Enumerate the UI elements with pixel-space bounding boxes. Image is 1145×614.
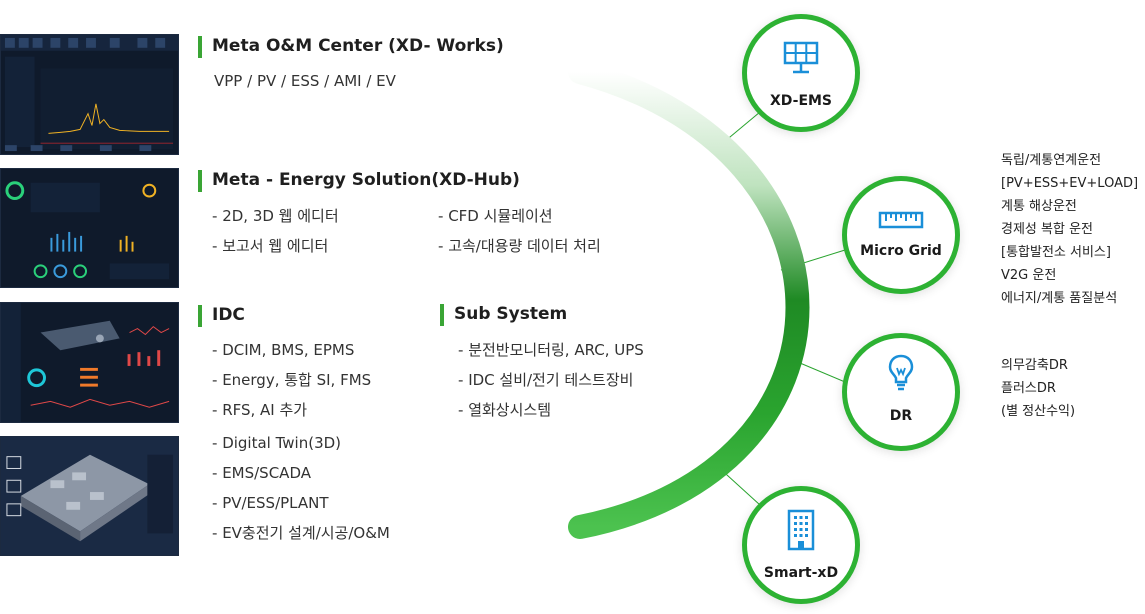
digital-twin-thumbnail — [0, 436, 179, 556]
om-section-description: VPP / PV / ESS / AMI / EV — [214, 72, 396, 90]
node-label: Smart-xD — [763, 565, 839, 581]
solar-panel-icon — [781, 41, 821, 79]
list-item: PV/ESS/PLANT — [212, 488, 390, 518]
list-item: [PV+ESS+EV+LOAD] — [1001, 176, 1139, 191]
list-item: 분전반모니터링, ARC, UPS — [458, 335, 644, 365]
list-item: 열화상시스템 — [458, 395, 644, 425]
hub-dashboard-thumbnail — [0, 168, 179, 288]
node-label: XD-EMS — [769, 93, 833, 109]
om-dashboard-thumbnail — [0, 34, 179, 155]
list-item: 고속/대용량 데이터 처리 — [438, 231, 601, 261]
sub-system-section-title: Sub System — [440, 304, 567, 326]
node-xd-ems: XD-EMS — [742, 14, 860, 132]
digital-twin-feature-list: Digital Twin(3D) EMS/SCADA PV/ESS/PLANT … — [212, 428, 390, 548]
idc-section-title: IDC — [198, 305, 245, 327]
light-bulb-icon — [888, 354, 914, 396]
list-item: 계통 해상운전 — [1001, 199, 1077, 214]
node-dr: DR — [842, 333, 960, 451]
list-item: 의무감축DR — [1001, 358, 1068, 373]
node-micro-grid: Micro Grid — [842, 176, 960, 294]
hub-feature-list-2: CFD 시뮬레이션 고속/대용량 데이터 처리 — [438, 201, 601, 261]
om-section-title: Meta O&M Center (XD- Works) — [198, 36, 504, 58]
hub-feature-list-1: 2D, 3D 웹 에디터 보고서 웹 에디터 — [212, 201, 339, 261]
list-item: 보고서 웹 에디터 — [212, 231, 339, 261]
building-icon — [786, 509, 816, 555]
list-item: CFD 시뮬레이션 — [438, 201, 601, 231]
node-label: Micro Grid — [860, 243, 942, 259]
micro-grid-feature-list: 독립/계통연계운전 [PV+ESS+EV+LOAD] 계통 해상운전 경제성 복… — [1001, 149, 1138, 310]
list-item: V2G 운전 — [1001, 268, 1057, 283]
list-item: IDC 설비/전기 테스트장비 — [458, 365, 644, 395]
list-item: DCIM, BMS, EPMS — [212, 335, 371, 365]
connector-line — [723, 111, 761, 143]
list-item: RFS, AI 추가 — [212, 395, 371, 425]
node-label: DR — [889, 408, 913, 424]
list-item: 에너지/계통 품질분석 — [1001, 291, 1118, 306]
sub-system-feature-list: 분전반모니터링, ARC, UPS IDC 설비/전기 테스트장비 열화상시스템 — [458, 335, 644, 425]
arc-path — [568, 60, 810, 539]
hub-section-title: Meta - Energy Solution(XD-Hub) — [198, 170, 520, 192]
list-item: Energy, 통합 SI, FMS — [212, 365, 371, 395]
dr-feature-list: 의무감축DR 플러스DR (별 정산수익) — [1001, 354, 1075, 423]
node-smart-xd: Smart-xD — [742, 486, 860, 604]
idc-feature-list: DCIM, BMS, EPMS Energy, 통합 SI, FMS RFS, … — [212, 335, 371, 425]
list-item: [통합발전소 서비스] — [1001, 245, 1111, 260]
list-item: 2D, 3D 웹 에디터 — [212, 201, 338, 231]
list-item: EMS/SCADA — [212, 458, 390, 488]
ruler-icon — [878, 209, 924, 235]
list-item: EV충전기 설계/시공/O&M — [212, 518, 390, 548]
list-item: 플러스DR — [1001, 381, 1056, 396]
list-item: Digital Twin(3D) — [212, 428, 390, 458]
list-item: 경제성 복합 운전 — [1001, 222, 1093, 237]
list-item: (별 정산수익) — [1001, 404, 1076, 419]
list-item: 독립/계통연계운전 — [1001, 153, 1102, 168]
idc-dashboard-thumbnail — [0, 302, 179, 423]
